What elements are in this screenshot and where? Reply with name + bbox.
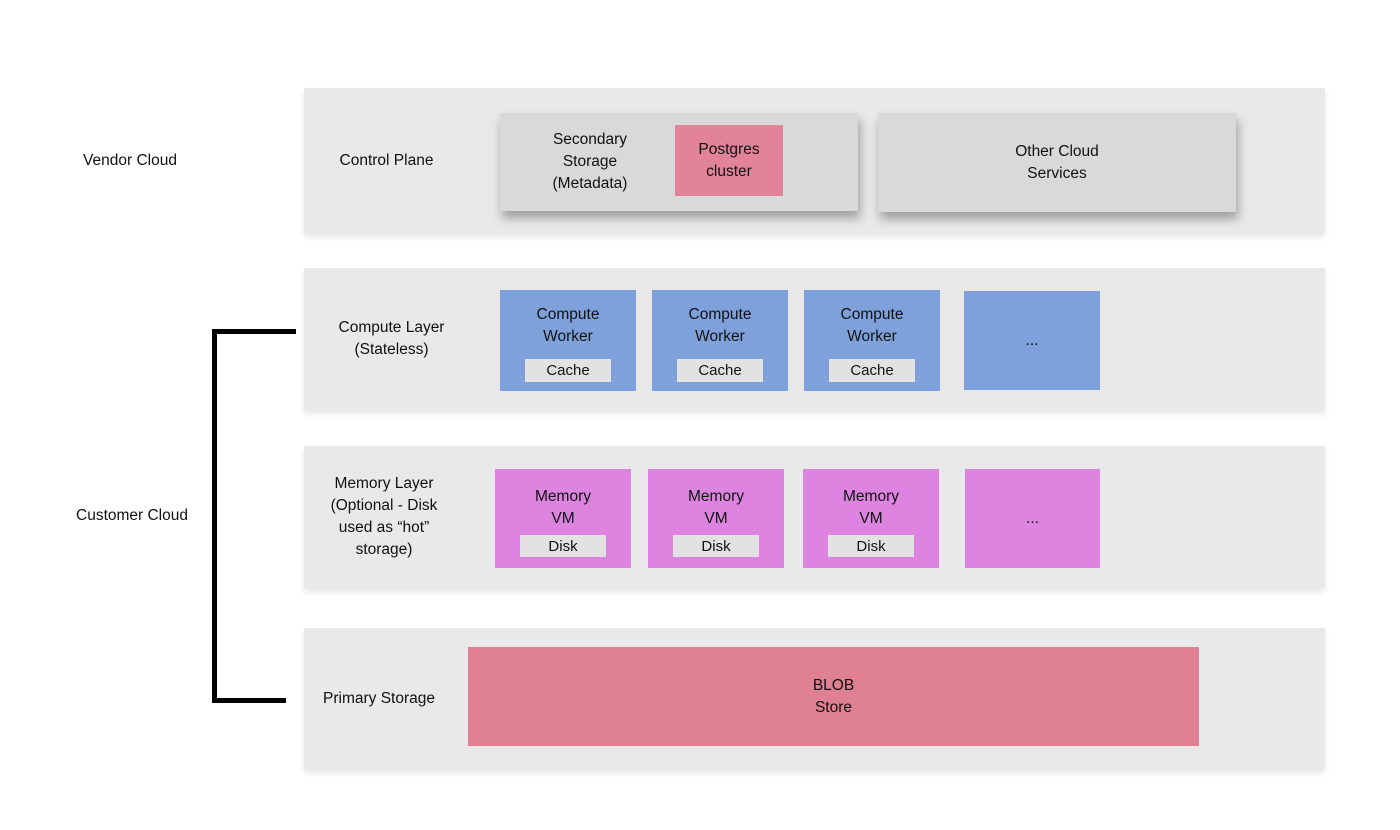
disk-chip: Disk xyxy=(828,535,914,557)
secondary-storage-text: Secondary Storage (Metadata) xyxy=(552,131,628,192)
memory-ellipsis-box: ... xyxy=(965,469,1100,568)
compute-worker-box: Compute Worker Cache xyxy=(500,290,636,391)
cache-chip: Cache xyxy=(525,359,611,382)
memory-vm-box: Memory VM Disk xyxy=(803,469,939,568)
memory-layer-label: Memory Layer (Optional - Disk used as “h… xyxy=(330,475,438,558)
memory-vm-title: Memory VM xyxy=(688,488,744,527)
bracket-top-arm xyxy=(212,329,296,334)
compute-worker-box: Compute Worker Cache xyxy=(804,290,940,391)
disk-chip: Disk xyxy=(520,535,606,557)
cache-chip: Cache xyxy=(677,359,763,382)
primary-storage-label: Primary Storage xyxy=(323,689,435,707)
cache-chip: Cache xyxy=(829,359,915,382)
bracket-vertical-line xyxy=(212,329,217,703)
control-plane-label: Control Plane xyxy=(339,151,434,169)
memory-vm-title: Memory VM xyxy=(843,488,899,527)
compute-worker-title: Compute Worker xyxy=(536,306,600,345)
memory-vm-title: Memory VM xyxy=(535,488,591,527)
memory-vm-box: Memory VM Disk xyxy=(495,469,631,568)
postgres-cluster-box: Postgres cluster xyxy=(675,125,783,196)
vendor-cloud-label: Vendor Cloud xyxy=(83,152,177,169)
other-cloud-services-box: Other Cloud Services xyxy=(878,113,1236,212)
disk-chip: Disk xyxy=(673,535,759,557)
bracket-bottom-arm xyxy=(212,698,286,703)
customer-cloud-label: Customer Cloud xyxy=(76,507,188,524)
compute-worker-title: Compute Worker xyxy=(840,306,904,345)
compute-worker-box: Compute Worker Cache xyxy=(652,290,788,391)
memory-vm-box: Memory VM Disk xyxy=(648,469,784,568)
compute-worker-title: Compute Worker xyxy=(688,306,752,345)
compute-ellipsis-box: ... xyxy=(964,291,1100,390)
blob-store-box: BLOB Store xyxy=(468,647,1199,746)
compute-layer-label: Compute Layer (Stateless) xyxy=(338,319,445,358)
